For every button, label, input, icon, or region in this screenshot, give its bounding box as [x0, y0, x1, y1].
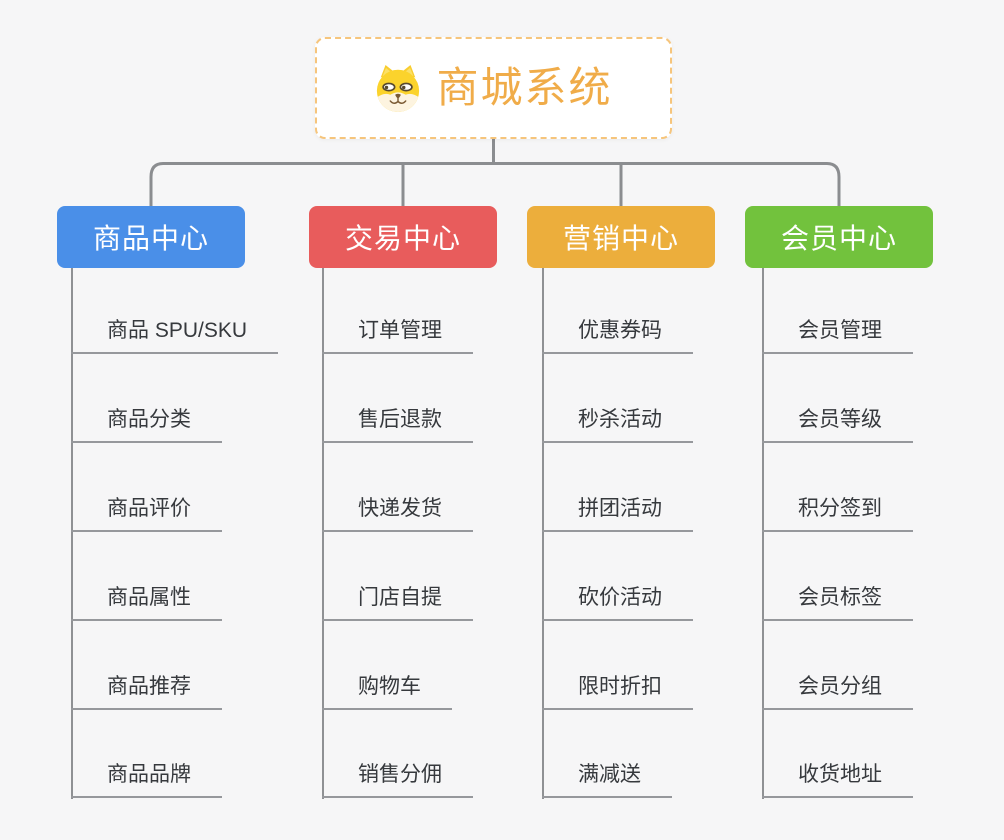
leaf-node[interactable]: 会员标签 — [762, 585, 913, 621]
branch-node-4[interactable]: 会员中心 — [745, 206, 933, 268]
leaf-node[interactable]: 商品分类 — [71, 407, 222, 443]
branch-trunk-line — [762, 268, 764, 799]
leaf-node[interactable]: 会员管理 — [762, 318, 913, 354]
leaf-node[interactable]: 会员等级 — [762, 407, 913, 443]
leaf-node[interactable]: 商品属性 — [71, 585, 222, 621]
leaf-node[interactable]: 积分签到 — [762, 496, 913, 532]
shiba-dog-icon — [377, 64, 420, 112]
leaf-node[interactable]: 满减送 — [542, 762, 672, 798]
branch-trunk-line — [71, 268, 73, 799]
leaf-node[interactable]: 优惠券码 — [542, 318, 693, 354]
branch-node-2[interactable]: 交易中心 — [309, 206, 497, 268]
leaf-node[interactable]: 限时折扣 — [542, 674, 693, 710]
leaf-node[interactable]: 秒杀活动 — [542, 407, 693, 443]
leaf-node[interactable]: 商品评价 — [71, 496, 222, 532]
leaf-node[interactable]: 商品 SPU/SKU — [71, 318, 279, 354]
leaf-node[interactable]: 会员分组 — [762, 674, 913, 710]
branch-node-3[interactable]: 营销中心 — [527, 206, 715, 268]
leaf-node[interactable]: 收货地址 — [762, 762, 913, 798]
leaf-node[interactable]: 订单管理 — [322, 318, 473, 354]
branch-trunk-line — [542, 268, 544, 799]
leaf-node[interactable]: 购物车 — [322, 674, 452, 710]
root-title: 商城系统 — [436, 64, 613, 111]
branch-trunk-line — [322, 268, 324, 799]
root-node[interactable]: 商城系统 — [315, 37, 672, 139]
leaf-node[interactable]: 商品品牌 — [71, 762, 222, 798]
leaf-node[interactable]: 拼团活动 — [542, 496, 693, 532]
leaf-node[interactable]: 商品推荐 — [71, 674, 222, 710]
leaf-node[interactable]: 砍价活动 — [542, 585, 693, 621]
leaf-node[interactable]: 售后退款 — [322, 407, 473, 443]
branch-node-1[interactable]: 商品中心 — [57, 206, 245, 268]
leaf-node[interactable]: 门店自提 — [322, 585, 473, 621]
leaf-node[interactable]: 快递发货 — [322, 496, 473, 532]
leaf-node[interactable]: 销售分佣 — [322, 762, 473, 798]
